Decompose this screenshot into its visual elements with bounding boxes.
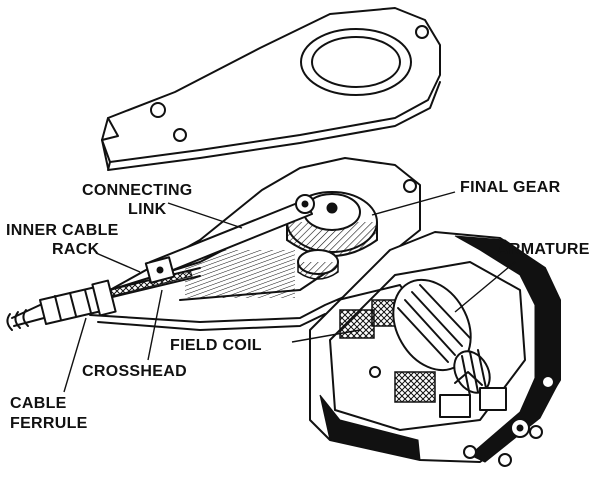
callout-labels: CONNECTING LINK INNER CABLE RACK FINAL G… xyxy=(6,179,590,432)
label-final-gear: FINAL GEAR xyxy=(460,179,561,196)
armature xyxy=(392,278,491,397)
cable-ferrule xyxy=(6,279,117,331)
field-coil xyxy=(337,284,436,403)
label-inner-cable-rack-1: INNER CABLE xyxy=(6,222,119,239)
label-cable-ferrule-1: CABLE xyxy=(10,395,67,412)
label-connecting-link-2: LINK xyxy=(128,201,167,218)
crosshead xyxy=(144,256,176,284)
leader-connecting-link xyxy=(167,202,243,229)
leader-crosshead xyxy=(147,289,163,361)
leader-armature xyxy=(454,261,516,313)
label-connecting-link-1: CONNECTING xyxy=(82,182,193,199)
leader-inner-cable-rack xyxy=(95,252,141,273)
leader-final-gear xyxy=(371,191,456,216)
leader-lines xyxy=(63,191,516,393)
label-crosshead: CROSSHEAD xyxy=(82,363,187,380)
gearbox-cover-plate xyxy=(101,7,441,171)
leader-cable-ferrule xyxy=(63,317,87,393)
label-field-coil: FIELD COIL xyxy=(170,337,262,354)
label-cable-ferrule-2: FERRULE xyxy=(10,415,88,432)
label-armature: ARMATURE xyxy=(497,241,590,258)
brush-gear xyxy=(439,371,543,439)
label-inner-cable-rack-2: RACK xyxy=(52,241,100,258)
leader-field-coil xyxy=(291,329,361,343)
